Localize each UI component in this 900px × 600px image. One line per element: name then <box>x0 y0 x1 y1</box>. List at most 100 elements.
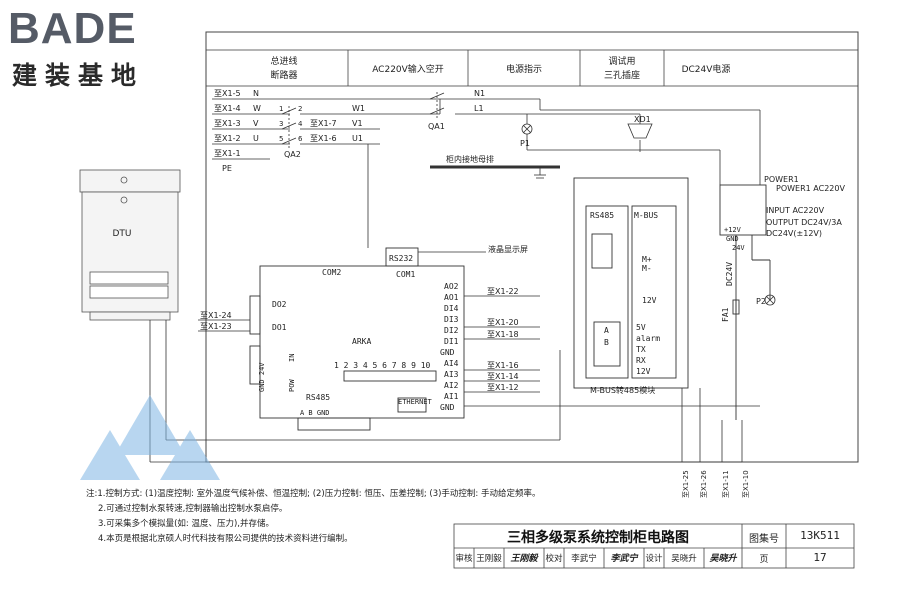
wire-u1: U1 <box>352 134 363 143</box>
note-1: 注:1.控制方式: (1)温度控制: 室外温度气候补偿、恒温控制; (2)压力控… <box>86 489 541 499</box>
label-psu-dc: DC24V(±12V) <box>766 229 822 238</box>
label-24v: 24V <box>732 244 745 252</box>
wire-pe: PE <box>222 164 232 173</box>
qa1-switch <box>429 92 445 118</box>
header-power-indicator: 电源指示 <box>506 63 542 75</box>
title-block <box>453 523 855 569</box>
note-2: 2.可通过控制水泵转速,控制器输出控制水泵启停。 <box>98 504 288 514</box>
header-table <box>205 49 859 87</box>
header-main-breaker-1: 总进线 <box>270 55 297 67</box>
drawing-frame <box>205 31 859 463</box>
reviewer-signature: 王刚毅 <box>510 554 538 564</box>
checker-name: 李武宁 <box>571 554 597 564</box>
label-fa1: FA1 <box>721 307 730 322</box>
xd1-socket-icon <box>627 123 653 139</box>
io-gnd2: GND <box>440 403 455 412</box>
dest-x116: 至X1-16 <box>487 361 519 370</box>
page-number: 17 <box>813 551 827 564</box>
arka-io-wires <box>198 295 760 407</box>
label-com1: COM1 <box>396 270 415 279</box>
term-x11: 至X1-1 <box>214 149 241 158</box>
label-mbus-rs485: RS485 <box>590 211 614 220</box>
led-rx: RX <box>636 356 646 365</box>
label-do2: DO2 <box>272 300 287 309</box>
pin-1: 1 <box>279 105 283 113</box>
note-4: 4.本页是根据北京硕人时代科技有限公司提供的技术资料进行编制。 <box>98 534 353 544</box>
led-12v: 12V <box>636 367 651 376</box>
drawing-title: 三相多级泵系统控制柜电路图 <box>507 530 689 546</box>
label-in: IN <box>288 354 296 362</box>
pin-3: 3 <box>279 120 283 128</box>
bade-logo: BADE 建装基地 <box>8 4 198 90</box>
label-power1a: POWER1 <box>764 175 799 184</box>
label-a: A <box>604 326 609 335</box>
label-psu-out: OUTPUT DC24V/3A <box>766 218 842 227</box>
io-di3: DI3 <box>444 315 459 324</box>
term-x15: 至X1-5 <box>214 89 241 98</box>
incoming-wires <box>212 98 761 248</box>
header-dc24v: DC24V电源 <box>682 63 731 75</box>
logo-tagline: 建装基地 <box>12 61 145 90</box>
io-di4: DI4 <box>444 304 459 313</box>
dest-x120: 至X1-20 <box>487 318 519 327</box>
io-ao2: AO2 <box>444 282 459 291</box>
wire-n: N <box>253 89 259 98</box>
label-ground-bus: 柜内接地母排 <box>446 154 494 164</box>
io-destinations: 至X1-22 至X1-20 至X1-18 至X1-16 至X1-14 至X1-1… <box>200 287 519 392</box>
dest-x111: 至X1-11 <box>722 470 730 498</box>
p1-lamp-icon <box>521 123 533 135</box>
label-arka: ARKA <box>352 337 371 346</box>
notes: 注:1.控制方式: (1)温度控制: 室外温度气候补偿、恒温控制; (2)压力控… <box>86 487 686 547</box>
bottom-destinations: 至X1-25 至X1-26 至X1-11 至X1-10 <box>682 470 750 498</box>
header-debug-socket-1: 调试用 <box>608 55 635 67</box>
dest-x124: 至X1-24 <box>200 311 232 320</box>
io-di2: DI2 <box>444 326 459 335</box>
wire-n1: N1 <box>474 89 485 98</box>
dest-x110: 至X1-10 <box>742 470 750 498</box>
pin-5: 5 <box>279 135 283 143</box>
watermark-logo <box>80 395 220 480</box>
label-mbus: M-BUS <box>634 211 658 220</box>
led-tx: TX <box>636 345 646 354</box>
io-ai2: AI2 <box>444 381 459 390</box>
label-rs232: RS232 <box>389 254 413 263</box>
term-x14: 至X1-4 <box>214 104 241 113</box>
dest-x114: 至X1-14 <box>487 372 519 381</box>
reviewer-name: 王刚毅 <box>476 554 502 564</box>
mbus-status-leds: 5V alarm TX RX 12V <box>636 323 660 376</box>
p2-lamp-icon <box>764 294 776 306</box>
label-mminus: M- <box>642 264 652 273</box>
label-module: M-BUS转485模块 <box>590 385 655 395</box>
wire-l1: L1 <box>474 104 484 113</box>
pin-4: 4 <box>298 120 303 128</box>
label-ethernet: ETHERNET <box>398 398 433 406</box>
check-label: 校对 <box>545 554 563 564</box>
label-ab-gnd: A B GND <box>300 409 330 417</box>
wire-w1: W1 <box>352 104 365 113</box>
label-do1: DO1 <box>272 323 287 332</box>
dc24v-power-supply <box>719 184 771 420</box>
mbus-module <box>573 177 689 389</box>
label-com2: COM2 <box>322 268 341 277</box>
label-lcd: 液晶显示屏 <box>488 244 528 254</box>
term-x12: 至X1-2 <box>214 134 241 143</box>
label-gnd24v: GND 24V <box>258 362 266 392</box>
io-gnd: GND <box>440 348 455 357</box>
wire-v: V <box>253 119 259 128</box>
arka-io-labels: AO2 AO1 DI4 DI3 DI2 DI1 GND AI4 AI3 AI2 … <box>440 282 459 412</box>
pin-6: 6 <box>298 135 303 143</box>
arka-controller <box>249 247 465 431</box>
qa2-switch <box>281 106 297 150</box>
dtu-unit <box>79 169 181 321</box>
label-dtu: DTU <box>112 229 131 239</box>
pin-2: 2 <box>298 105 302 113</box>
label-qa1: QA1 <box>428 122 445 131</box>
label-gnd24: GND <box>726 235 739 243</box>
bottom-wires <box>149 320 743 463</box>
dest-x125: 至X1-25 <box>682 470 690 498</box>
label-rs485: RS485 <box>306 393 330 402</box>
io-ai4: AI4 <box>444 359 459 368</box>
label-psu-in: INPUT AC220V <box>766 206 825 215</box>
dest-x118: 至X1-18 <box>487 330 519 339</box>
